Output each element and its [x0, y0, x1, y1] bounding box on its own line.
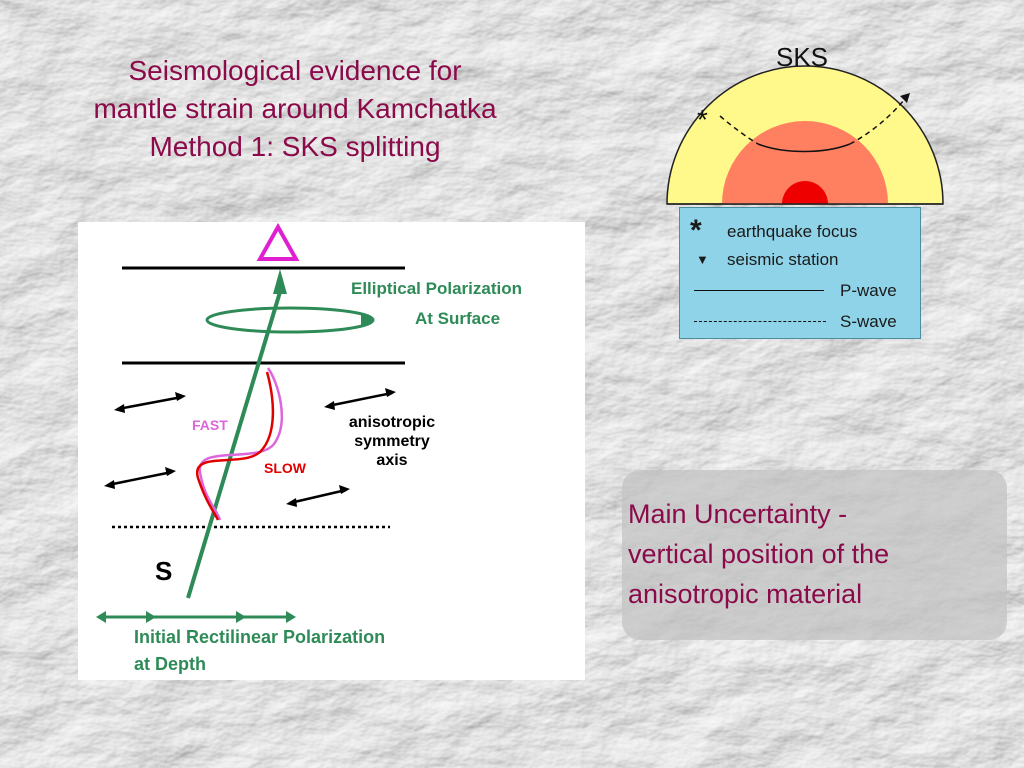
- legend-station-label: seismic station: [727, 250, 839, 269]
- title-line-3: Method 1: SKS splitting: [149, 131, 441, 162]
- title-line-2: mantle strain around Kamchatka: [93, 93, 497, 124]
- s-wave-label: S: [155, 556, 173, 586]
- sks-station-marker: [900, 93, 910, 103]
- slow-label: SLOW: [264, 460, 306, 476]
- s-wave-line-icon: [694, 321, 826, 322]
- fast-label: FAST: [192, 417, 228, 433]
- elliptical-polarization-label: Elliptical Polarization: [351, 279, 522, 298]
- station-triangle-icon: ▼: [696, 252, 709, 267]
- anisotropic-label-line-1: anisotropic: [348, 414, 436, 431]
- title-line-1: Seismological evidence for: [128, 55, 462, 86]
- note-line-3: anisotropic material: [628, 579, 863, 609]
- axis-arrow-4: [286, 485, 350, 507]
- initial-polarization-label: Initial Rectilinear Polarization: [134, 627, 386, 647]
- legend-pwave-label: P-wave: [840, 281, 897, 300]
- axis-arrow-2: [104, 467, 176, 489]
- s-wave-ray: [186, 291, 282, 599]
- initial-polarization-arrow: [96, 611, 296, 623]
- station-triangle: [256, 222, 300, 261]
- axis-arrow-1: [114, 392, 186, 413]
- note-line-2: vertical position of the: [628, 539, 890, 569]
- fast-wave-curve: [198, 367, 283, 521]
- p-wave-line-icon: [694, 290, 824, 291]
- anisotropic-axis-label: anisotropic symmetry axis: [332, 413, 452, 470]
- focus-asterisk-icon: *: [690, 214, 702, 247]
- legend-swave-label: S-wave: [840, 312, 897, 331]
- at-depth-label: at Depth: [134, 654, 206, 674]
- sks-earth-figure: * SKS: [666, 42, 944, 205]
- splitting-diagram: Elliptical Polarization At Surface FAST …: [78, 222, 585, 680]
- splitting-diagram-graphic: [96, 222, 405, 623]
- s-wave-path-right: [849, 99, 905, 145]
- outer-core-halfdisk: [722, 121, 888, 204]
- at-surface-label: At Surface: [415, 309, 501, 328]
- note-line-1: Main Uncertainty -: [628, 499, 848, 529]
- anisotropic-label-line-2: symmetry: [354, 433, 430, 450]
- slow-wave-curve: [195, 371, 275, 521]
- anisotropic-label-line-3: axis: [376, 452, 408, 469]
- sks-focus-asterisk: *: [697, 104, 708, 135]
- sks-title: SKS: [776, 42, 828, 72]
- axis-arrow-3: [324, 388, 396, 410]
- ray-arrowhead: [273, 269, 287, 294]
- elliptical-polarization-ellipse: [205, 306, 375, 334]
- slide-title: Seismological evidence for mantle strain…: [40, 52, 550, 166]
- sks-legend: * earthquake focus ▼ seismic station P-w…: [679, 207, 921, 339]
- uncertainty-note-text: Main Uncertainty - vertical position of …: [628, 494, 998, 614]
- uncertainty-note-box: Main Uncertainty - vertical position of …: [622, 470, 1007, 640]
- inner-core-halfdisk: [782, 181, 828, 204]
- s-wave-path-left: [719, 115, 759, 145]
- legend-focus-label: earthquake focus: [727, 222, 858, 241]
- p-wave-path: [757, 143, 851, 153]
- ellipse-arrowhead: [361, 314, 375, 326]
